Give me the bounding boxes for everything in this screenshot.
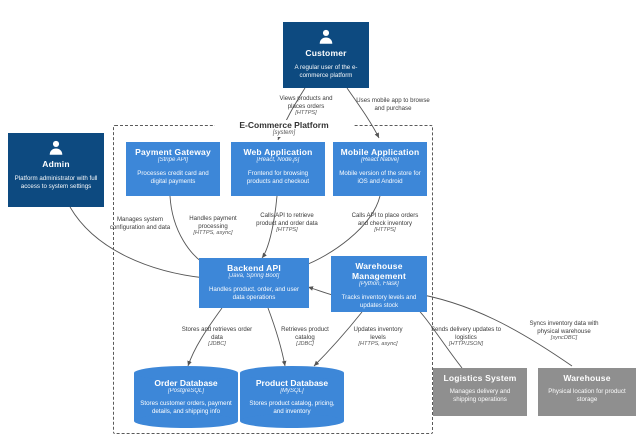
edge-label-warehouse-backend: Updates inventory levels [HTTPS, async] bbox=[347, 326, 409, 349]
node-admin-title: Admin bbox=[42, 159, 70, 169]
edge-label-text: Updates inventory levels bbox=[353, 326, 403, 341]
edge-label-text: Calls API to place orders and check inve… bbox=[351, 212, 419, 227]
edge-label-backend-productdb: Retrieves product catalog [JDBC] bbox=[272, 326, 338, 349]
edge-label-text: Uses mobile app to browse and purchase bbox=[356, 97, 430, 112]
person-icon bbox=[319, 29, 333, 44]
node-backend-api-title: Backend API bbox=[227, 263, 281, 273]
node-warehouse-management-desc: Tracks inventory levels and updates stoc… bbox=[341, 293, 417, 309]
edge-customer-mobile bbox=[346, 87, 380, 139]
edge-label-text: Stores and retrieves order data bbox=[181, 326, 253, 341]
edge-label-text: Sends delivery updates to logistics bbox=[430, 326, 502, 341]
edge-label-text: Retrieves product catalog bbox=[281, 326, 329, 341]
edge-admin-backend bbox=[69, 206, 206, 280]
node-web-application-title: Web Application bbox=[243, 147, 313, 157]
node-product-database[interactable]: Product Database [MySQL] Stores product … bbox=[240, 366, 344, 428]
edge-label-text: Views products and places orders bbox=[279, 95, 333, 110]
boundary-label: E-Commerce Platform [system] bbox=[215, 120, 353, 137]
edge-label-protocol: [HTTPS] bbox=[276, 227, 298, 234]
node-payment-gateway[interactable]: Payment Gateway [Stripe API] Processes c… bbox=[126, 142, 220, 196]
node-payment-gateway-desc: Processes credit card and digital paymen… bbox=[137, 169, 209, 185]
node-customer[interactable]: Customer A regular user of the e-commerc… bbox=[283, 22, 369, 88]
node-warehouse[interactable]: Warehouse Physical location for product … bbox=[538, 368, 636, 416]
node-mobile-application-tech: [React Native] bbox=[361, 157, 399, 163]
node-payment-gateway-tech: [Stripe API] bbox=[157, 157, 189, 163]
node-logistics-system-title: Logistics System bbox=[443, 373, 517, 383]
cylinder-body bbox=[134, 373, 238, 421]
edge-label-text: Manages system configuration and data bbox=[109, 216, 171, 231]
edge-label-backend-orderdb: Stores and retrieves order data [JDBC] bbox=[181, 326, 253, 349]
edge-mobile-backend bbox=[302, 195, 381, 267]
node-order-database-title: Order Database bbox=[154, 378, 218, 388]
cylinder-bottom bbox=[240, 414, 344, 428]
edge-backend-productdb bbox=[267, 307, 287, 367]
edge-label-text: Handles payment processing bbox=[189, 215, 237, 230]
node-mobile-application[interactable]: Mobile Application [React Native] Mobile… bbox=[333, 142, 427, 196]
edge-label-protocol: [JDBC] bbox=[296, 341, 314, 348]
node-product-database-tech: [MySQL] bbox=[280, 388, 304, 394]
edge-label-protocol: [HTTP/JSON] bbox=[448, 341, 484, 348]
node-order-database[interactable]: Order Database [PostgreSQL] Stores custo… bbox=[134, 366, 238, 428]
edge-label-protocol: [syncDBC] bbox=[550, 335, 578, 342]
boundary-subtitle: [system] bbox=[272, 130, 296, 136]
edge-label-protocol: [HTTPS] bbox=[374, 227, 396, 234]
edge-label-customer-mobile: Uses mobile app to browse and purchase bbox=[355, 97, 431, 112]
edge-label-web-backend: Calls API to retrieve product and order … bbox=[252, 212, 322, 235]
node-product-database-title: Product Database bbox=[255, 378, 329, 388]
node-mobile-application-title: Mobile Application bbox=[340, 147, 420, 157]
node-product-database-desc: Stores product catalog, pricing, and inv… bbox=[249, 399, 335, 415]
edge-label-protocol: [HTTPS] bbox=[295, 110, 317, 117]
node-backend-api-desc: Handles product, order, and user data op… bbox=[208, 285, 300, 301]
edge-label-payment-backend: Handles payment processing [HTTPS, async… bbox=[180, 215, 246, 238]
edge-web-backend bbox=[261, 195, 278, 259]
edge-label-protocol: [JDBC] bbox=[208, 341, 226, 348]
edge-label-warehouse-physical: Syncs inventory data with physical wareh… bbox=[523, 320, 605, 343]
node-warehouse-management-tech: [Python, Flask] bbox=[359, 281, 399, 287]
node-admin-desc: Platform administrator with full access … bbox=[14, 175, 98, 190]
node-order-database-desc: Stores customer orders, payment details,… bbox=[140, 399, 232, 415]
boundary-title: E-Commerce Platform bbox=[239, 120, 329, 130]
cylinder-body bbox=[240, 373, 344, 421]
edge-backend-orderdb bbox=[187, 307, 223, 367]
node-payment-gateway-title: Payment Gateway bbox=[135, 147, 211, 157]
node-warehouse-desc: Physical location for product storage bbox=[548, 388, 626, 403]
node-web-application[interactable]: Web Application [React, Node.js] Fronten… bbox=[231, 142, 325, 196]
person-icon bbox=[49, 140, 63, 155]
node-customer-desc: A regular user of the e-commerce platfor… bbox=[294, 64, 358, 79]
node-web-application-tech: [React, Node.js] bbox=[256, 157, 300, 163]
edge-label-text: Syncs inventory data with physical wareh… bbox=[529, 320, 599, 335]
edge-label-warehouse-logistics: Sends delivery updates to logistics [HTT… bbox=[427, 326, 505, 349]
node-customer-title: Customer bbox=[305, 48, 347, 58]
node-logistics-system-desc: Manages delivery and shipping operations bbox=[449, 388, 511, 403]
edge-label-text: Calls API to retrieve product and order … bbox=[256, 212, 318, 227]
node-backend-api[interactable]: Backend API [Java, Spring Boot] Handles … bbox=[199, 258, 309, 308]
edge-label-protocol: [HTTPS, async] bbox=[193, 230, 233, 237]
node-web-application-desc: Frontend for browsing products and check… bbox=[246, 169, 310, 185]
node-warehouse-management-title: Warehouse Management bbox=[352, 261, 406, 281]
node-warehouse-title: Warehouse bbox=[563, 373, 611, 383]
node-warehouse-management[interactable]: Warehouse Management [Python, Flask] Tra… bbox=[331, 256, 427, 312]
node-admin[interactable]: Admin Platform administrator with full a… bbox=[8, 133, 104, 207]
node-backend-api-tech: [Java, Spring Boot] bbox=[228, 273, 280, 279]
node-order-database-tech: [PostgreSQL] bbox=[167, 388, 205, 394]
node-logistics-system[interactable]: Logistics System Manages delivery and sh… bbox=[433, 368, 527, 416]
edge-label-customer-web: Views products and places orders [HTTPS] bbox=[272, 95, 340, 118]
edge-label-admin-backend: Manages system configuration and data bbox=[104, 216, 176, 231]
edge-warehouse-productdb bbox=[313, 311, 363, 367]
cylinder-top bbox=[240, 366, 344, 380]
cylinder-bottom bbox=[134, 414, 238, 428]
cylinder-top bbox=[134, 366, 238, 380]
edge-label-mobile-backend: Calls API to place orders and check inve… bbox=[349, 212, 421, 235]
node-mobile-application-desc: Mobile version of the store for iOS and … bbox=[339, 169, 421, 185]
edge-label-protocol: [HTTPS, async] bbox=[358, 341, 398, 348]
